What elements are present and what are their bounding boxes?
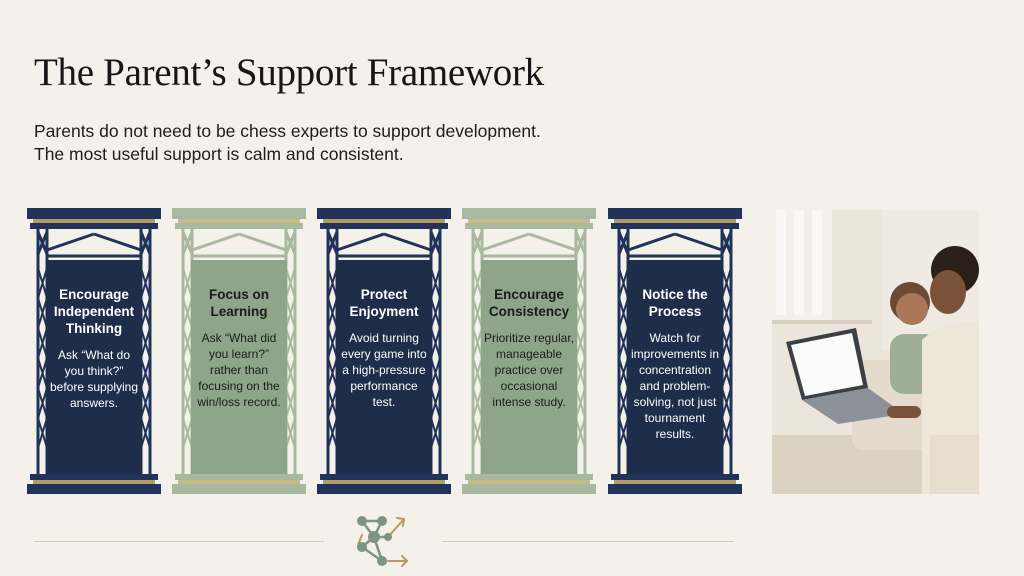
divider-left	[34, 541, 324, 542]
network-arrows-icon	[357, 516, 408, 567]
pillar-panel: Focus on Learning Ask “What did you lear…	[191, 260, 287, 476]
pillar-panel: Protect Enjoyment Avoid turning every ga…	[336, 260, 432, 476]
photo-illustration	[772, 210, 979, 494]
pillar-encourage-consistency: Encourage Consistency Prioritize regular…	[462, 208, 596, 494]
pillar-heading: Encourage Consistency	[488, 287, 570, 319]
pillar-panel: Encourage Independent Thinking Ask “What…	[46, 260, 142, 476]
pillar-notice-the-process: Notice the Process Watch for improvement…	[608, 208, 742, 494]
pillar-body: Avoid turning every game into a high-pre…	[341, 331, 427, 409]
subtitle: Parents do not need to be chess experts …	[34, 120, 541, 166]
pillar-protect-enjoyment: Protect Enjoyment Avoid turning every ga…	[317, 208, 451, 494]
pillar-heading: Protect Enjoyment	[349, 287, 419, 319]
pillar-frame-navy	[27, 208, 161, 494]
pillar-frame-sage	[172, 208, 306, 494]
pillar-independent-thinking: Encourage Independent Thinking Ask “What…	[27, 208, 161, 494]
pillar-body: Ask “What do you think?” before supplyin…	[49, 348, 139, 410]
pillar-focus-on-learning: Focus on Learning Ask “What did you lear…	[172, 208, 306, 494]
pillar-body: Ask “What did you learn?” rather than fo…	[197, 331, 281, 409]
parent-child-laptop-photo	[772, 210, 979, 494]
pillar-heading: Notice the Process	[642, 287, 708, 319]
pillar-panel: Notice the Process Watch for improvement…	[627, 260, 723, 476]
pillar-heading: Focus on Learning	[209, 287, 269, 319]
subtitle-line-2: The most useful support is calm and cons…	[34, 144, 404, 164]
pillar-panel: Encourage Consistency Prioritize regular…	[481, 260, 577, 476]
pillar-body: Watch for improvements in concentration …	[630, 331, 720, 441]
pillar-frame-navy	[608, 208, 742, 494]
page-title: The Parent’s Support Framework	[34, 51, 544, 94]
divider-right	[442, 541, 734, 542]
pillar-body: Prioritize regular, manageable practice …	[483, 331, 575, 409]
pillar-heading: Encourage Independent Thinking	[53, 287, 135, 336]
subtitle-line-1: Parents do not need to be chess experts …	[34, 121, 541, 141]
pillar-frame-navy	[317, 208, 451, 494]
pillar-frame-sage	[462, 208, 596, 494]
